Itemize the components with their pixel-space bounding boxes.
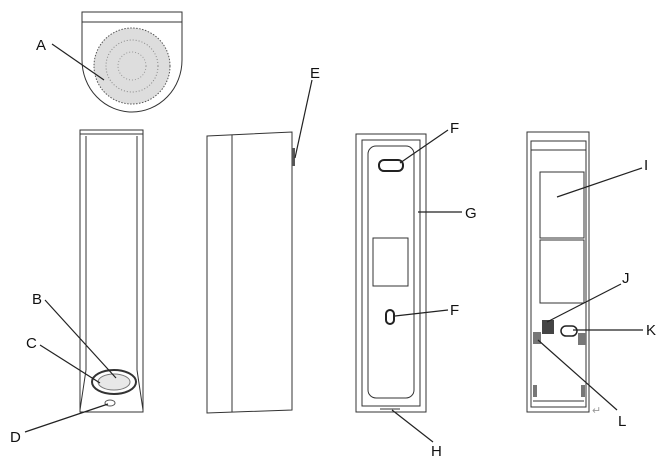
label-g: G — [465, 205, 477, 222]
leader-h — [391, 409, 434, 443]
label-i: I — [644, 157, 648, 174]
speaker-housing — [81, 11, 183, 113]
label-e: E — [310, 65, 320, 82]
leader-d — [24, 403, 109, 433]
label-f-bottom: F — [450, 302, 459, 319]
label-k: K — [646, 322, 656, 339]
leader-f-top — [399, 129, 449, 164]
label-l: L — [618, 413, 626, 430]
device-front-bottom-view — [79, 129, 144, 413]
label-c: C — [26, 335, 37, 352]
leader-b — [44, 299, 117, 379]
device-side-view — [206, 131, 295, 414]
device-front-view — [355, 133, 427, 413]
leader-l — [537, 339, 618, 411]
label-d: D — [10, 429, 21, 446]
label-a: A — [36, 37, 46, 54]
leader-j — [546, 283, 622, 323]
leader-i — [556, 167, 643, 198]
label-b: B — [32, 291, 42, 308]
label-h: H — [431, 443, 442, 460]
leader-c — [39, 344, 101, 384]
leader-e — [294, 79, 313, 159]
leader-f-bottom — [394, 309, 449, 317]
label-f-top: F — [450, 120, 459, 137]
device-interior-view — [526, 131, 590, 413]
label-j: J — [622, 270, 630, 287]
return-mark: ↵ — [592, 405, 601, 417]
leader-a — [51, 43, 105, 81]
